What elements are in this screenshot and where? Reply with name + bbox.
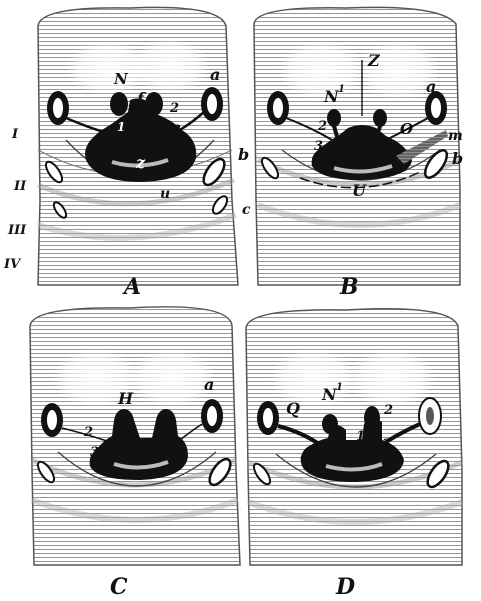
eye-right-inner (207, 94, 217, 114)
label-b: b (452, 149, 463, 168)
label-roman-III: III (7, 223, 27, 238)
caption-d: D (335, 574, 355, 600)
brain-lobe-right (348, 348, 436, 408)
label-two: 2 (169, 101, 179, 116)
label-u: u (160, 186, 170, 202)
panel-c: H a 2 1 3 C (30, 307, 240, 600)
label-c: c (242, 202, 251, 218)
label-roman-II: II (13, 179, 27, 194)
label-m: m (448, 128, 463, 144)
eye-left-inner (263, 408, 273, 428)
label-three: 3 (90, 445, 99, 460)
nasal-pit-right (373, 109, 387, 127)
label-two: 2 (317, 119, 327, 134)
caption-a: A (122, 274, 141, 300)
caption-b: B (339, 274, 359, 300)
label-roman-IV: IV (3, 257, 22, 272)
brain-lobe-right (128, 348, 216, 408)
label-one: 1 (117, 120, 125, 134)
label-z: z (135, 153, 146, 172)
label-one: 1 (116, 433, 125, 448)
nasal-pit-left (327, 109, 341, 127)
eye-left-inner (273, 98, 283, 118)
nasal-pit-right (364, 406, 380, 430)
label-one: 1 (356, 429, 365, 444)
panel-a: N f a 2 1 3 z u b c I II III IV A (3, 7, 251, 300)
label-one: 1 (342, 129, 351, 144)
label-two: 2 (83, 425, 93, 440)
brain-lobe-right (130, 38, 210, 94)
label-a: a (204, 375, 214, 394)
head-outline (246, 309, 462, 565)
label-two: 2 (383, 403, 393, 418)
label-H: H (117, 389, 134, 408)
label-a: a (426, 77, 436, 96)
label-O: O (400, 120, 413, 138)
label-three: 3 (172, 123, 181, 138)
label-roman-I: I (11, 127, 19, 142)
eye-left-inner (47, 410, 57, 430)
label-three: 3 (314, 139, 323, 154)
label-Z: Z (367, 51, 381, 70)
nasal-pit-right (145, 92, 163, 116)
label-N1-superscript: 1 (336, 382, 343, 393)
eye-right-inner (426, 407, 434, 425)
panel-d: N 1 Q 2 1 3 D (246, 309, 462, 600)
label-N: N (113, 70, 129, 88)
label-Q: Q (286, 399, 300, 418)
label-N1-superscript: 1 (338, 84, 345, 95)
brain-lobe-left (270, 348, 358, 408)
brain-lobe-left (278, 40, 366, 100)
nasal-pit-left (114, 409, 134, 435)
panel-b: Z N 1 a 2 1 3 O m b U B (254, 7, 463, 300)
eye-left-inner (53, 98, 63, 118)
label-a: a (210, 65, 220, 84)
label-b: b (238, 145, 249, 164)
eye-right-inner (207, 406, 217, 426)
nasal-pit-left (322, 414, 338, 434)
nasal-pit-right (156, 409, 176, 435)
eye-right-inner (431, 98, 441, 118)
label-U: U (352, 181, 367, 200)
nasal-pit-left (110, 92, 128, 116)
caption-c: C (110, 574, 128, 600)
label-three: 3 (382, 437, 391, 452)
